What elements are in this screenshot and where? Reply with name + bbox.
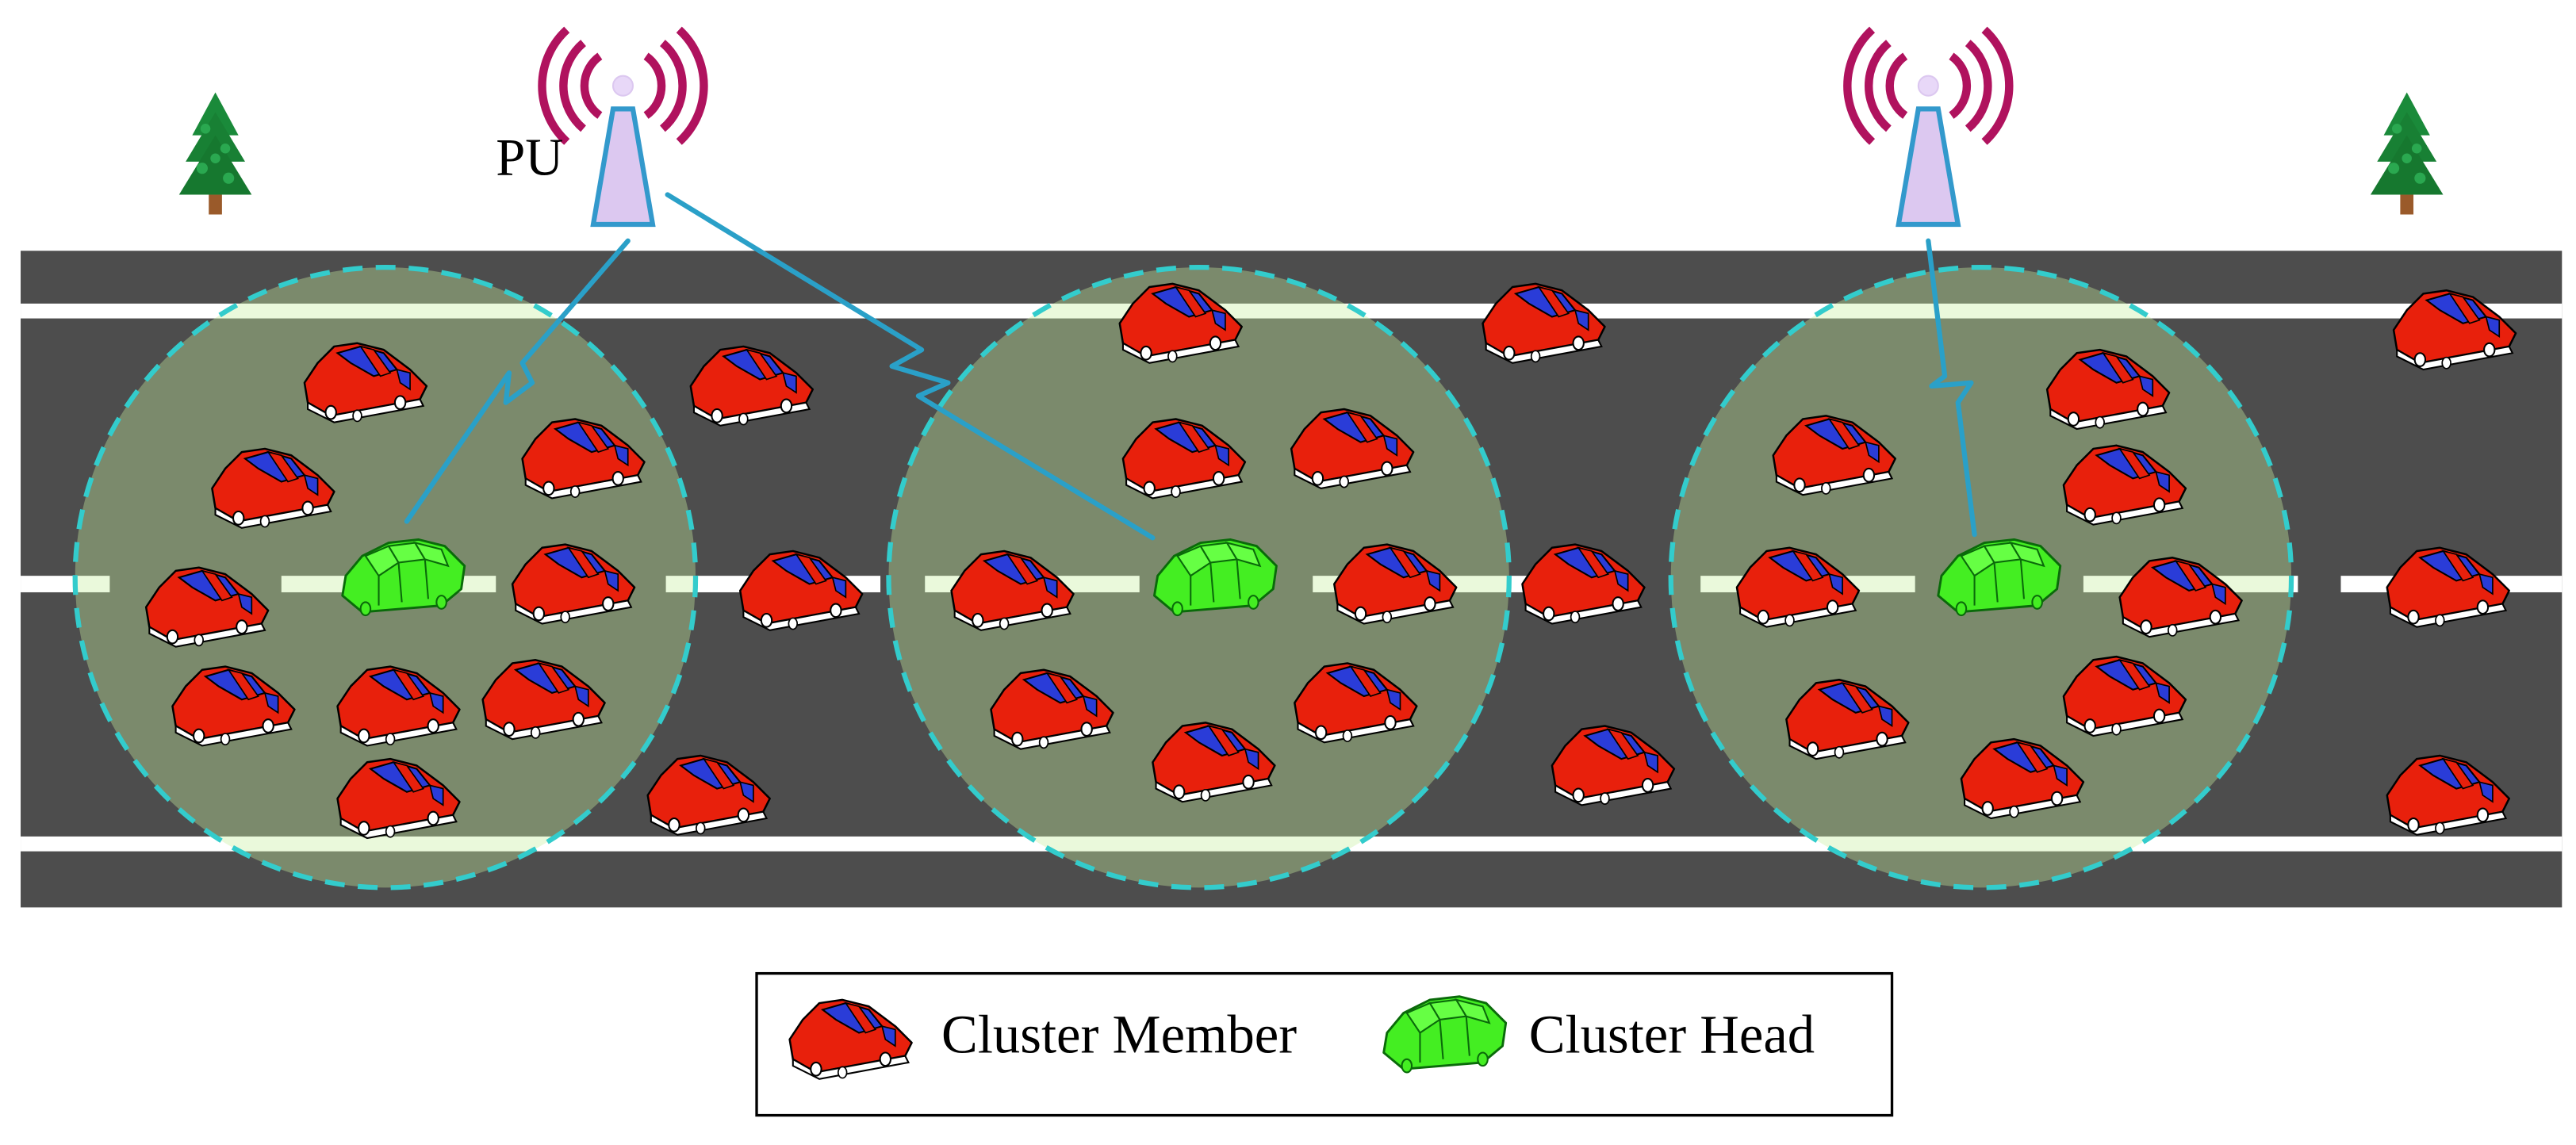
upper-lane-line <box>21 303 2563 319</box>
legend-head-label: Cluster Head <box>1529 1004 1815 1064</box>
lightning-link-icon <box>665 192 1156 541</box>
tree-icon <box>178 92 252 215</box>
legend-member-label: Cluster Member <box>941 1004 1297 1064</box>
radio-tower-icon <box>542 29 703 224</box>
legend: Cluster Member Cluster Head <box>755 971 1894 1117</box>
lower-lane-line <box>21 836 2563 852</box>
lightning-link-icon <box>404 238 631 524</box>
tree-icon <box>2370 92 2444 215</box>
radio-tower-icon <box>1847 29 2009 224</box>
lightning-link-icon <box>1926 238 1977 538</box>
tower-label: PU <box>496 129 563 187</box>
